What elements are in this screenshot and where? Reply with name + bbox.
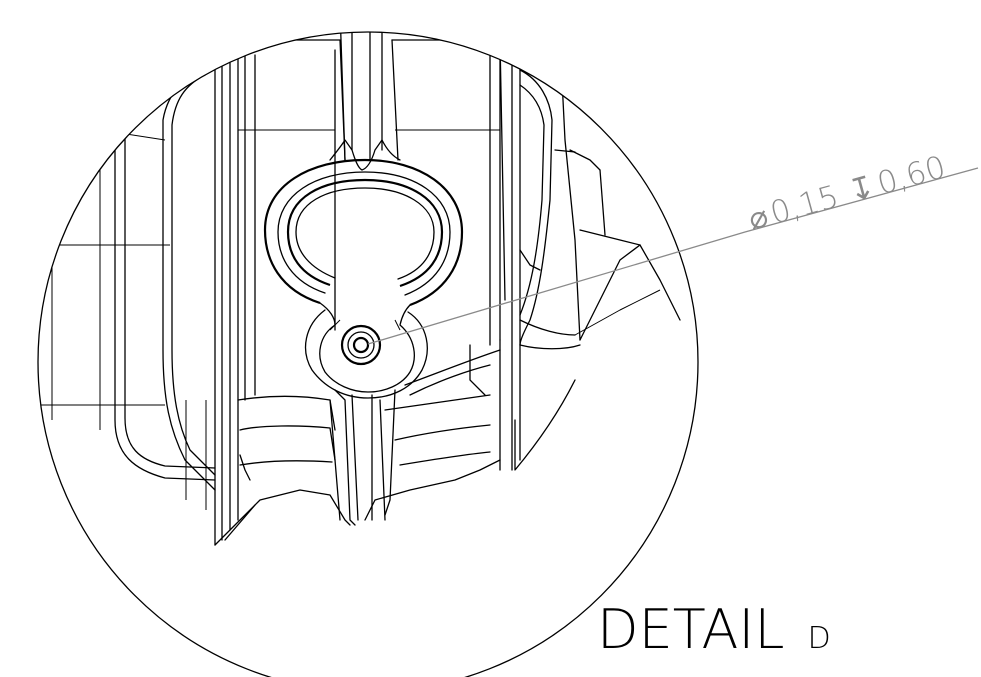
depth-symbol: ↧: [845, 169, 880, 211]
detail-boundary-circle: [37, 31, 699, 677]
part-geometry: [38, 32, 681, 546]
hole-callout: ⌀0,15↧0,60: [745, 149, 950, 238]
callout-leader-line: [367, 167, 979, 345]
detail-title: DETAIL D: [597, 598, 831, 661]
hole-inner-ring: [352, 336, 370, 354]
diameter-value: 0,15: [766, 179, 842, 232]
hole-mid-ring: [347, 331, 375, 359]
depth-value: 0,60: [873, 149, 949, 202]
detail-title-word: DETAIL: [597, 598, 784, 661]
detail-letter: D: [808, 621, 831, 656]
hole-outer-ring: [340, 324, 382, 366]
